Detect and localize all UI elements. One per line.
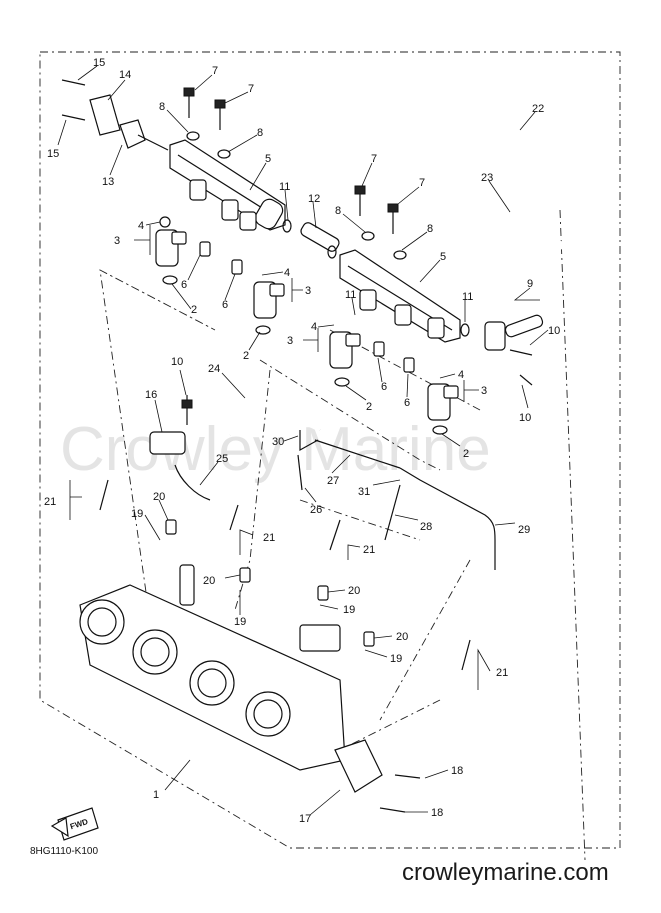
callout-19: 19 — [390, 653, 402, 665]
callout-7: 7 — [248, 83, 254, 95]
callout-20: 20 — [203, 575, 215, 587]
throttle-body — [79, 564, 346, 771]
injector-mid-right — [329, 331, 361, 369]
fuel-hoses — [441, 114, 610, 324]
callout-7: 7 — [371, 153, 377, 165]
callout-3: 3 — [114, 235, 120, 247]
callout-11: 11 — [279, 181, 290, 193]
callout-5: 5 — [265, 153, 271, 165]
callout-4: 4 — [311, 321, 317, 333]
callout-20: 20 — [153, 491, 165, 503]
callout-3: 3 — [305, 285, 311, 297]
callout-2: 2 — [191, 304, 197, 316]
callout-14: 14 — [119, 69, 131, 81]
callout-20: 20 — [396, 631, 408, 643]
callout-7: 7 — [212, 65, 218, 77]
callout-6: 6 — [222, 299, 228, 311]
fuel-rail-lower — [339, 249, 461, 343]
callout-13: 13 — [102, 176, 114, 188]
callout-15: 15 — [47, 148, 59, 160]
callout-8: 8 — [257, 127, 263, 139]
callout-19: 19 — [131, 508, 143, 520]
callout-11: 11 — [345, 289, 356, 301]
callout-24: 24 — [208, 363, 220, 375]
injector-left — [155, 216, 187, 267]
callout-9: 9 — [527, 278, 533, 290]
callout-6: 6 — [381, 381, 387, 393]
callout-27: 27 — [327, 475, 339, 487]
callout-4: 4 — [284, 267, 290, 279]
callout-8: 8 — [159, 101, 165, 113]
callout-2: 2 — [366, 401, 372, 413]
bolts-upper — [183, 87, 407, 260]
callout-29: 29 — [518, 524, 530, 536]
callout-2: 2 — [463, 448, 469, 460]
callout-21: 21 — [44, 496, 56, 508]
leader-lines — [57, 65, 549, 816]
diagram-code: 8HG1110-K100 — [30, 846, 98, 857]
joint-pipe — [300, 222, 340, 252]
callout-4: 4 — [138, 220, 144, 232]
callout-10: 10 — [171, 356, 183, 368]
callout-3: 3 — [287, 335, 293, 347]
callout-10: 10 — [548, 325, 560, 337]
site-label: crowleymarine.com — [402, 859, 609, 886]
callout-5: 5 — [440, 251, 446, 263]
callout-23: 23 — [481, 172, 493, 184]
idle-screws — [99, 479, 471, 671]
callout-26: 26 — [310, 504, 322, 516]
watermark: Crowley Marine — [60, 415, 491, 484]
callout-19: 19 — [234, 616, 246, 628]
callout-20: 20 — [348, 585, 360, 597]
callout-4: 4 — [458, 369, 464, 381]
callout-10: 10 — [519, 412, 531, 424]
injector-right — [427, 383, 459, 421]
callout-31: 31 — [358, 486, 370, 498]
callout-21: 21 — [496, 667, 508, 679]
pressure-regulator — [61, 79, 169, 151]
callout-12: 12 — [308, 193, 320, 205]
vacuum-hoses — [174, 395, 496, 570]
callout-19: 19 — [343, 604, 355, 616]
fuel-joint — [484, 314, 544, 386]
callout-16: 16 — [145, 389, 157, 401]
callout-28: 28 — [420, 521, 432, 533]
callout-7: 7 — [419, 177, 425, 189]
fuel-rail-upper — [169, 139, 286, 231]
callout-8: 8 — [335, 205, 341, 217]
o-rings — [282, 219, 470, 337]
callout-30: 30 — [272, 436, 284, 448]
callout-8: 8 — [427, 223, 433, 235]
fwd-arrow-icon: FWD — [50, 807, 99, 841]
callout-6: 6 — [404, 397, 410, 409]
callout-labels: 15 14 15 13 7 7 8 8 5 22 7 7 11 12 23 8 … — [44, 57, 560, 825]
callout-6: 6 — [181, 279, 187, 291]
callout-15: 15 — [93, 57, 105, 69]
callout-17: 17 — [299, 813, 311, 825]
callout-1: 1 — [153, 789, 159, 801]
injector-mid-left — [253, 281, 285, 319]
callout-25: 25 — [216, 453, 228, 465]
callout-11: 11 — [462, 291, 473, 303]
throttle-position-sensor — [334, 739, 421, 813]
callout-22: 22 — [532, 103, 544, 115]
callout-21: 21 — [363, 544, 375, 556]
callout-2: 2 — [243, 350, 249, 362]
callout-18: 18 — [431, 807, 443, 819]
callout-3: 3 — [481, 385, 487, 397]
callout-18: 18 — [451, 765, 463, 777]
intake-pressure-sensor — [149, 395, 193, 455]
callout-21: 21 — [263, 532, 275, 544]
seals — [162, 241, 448, 435]
